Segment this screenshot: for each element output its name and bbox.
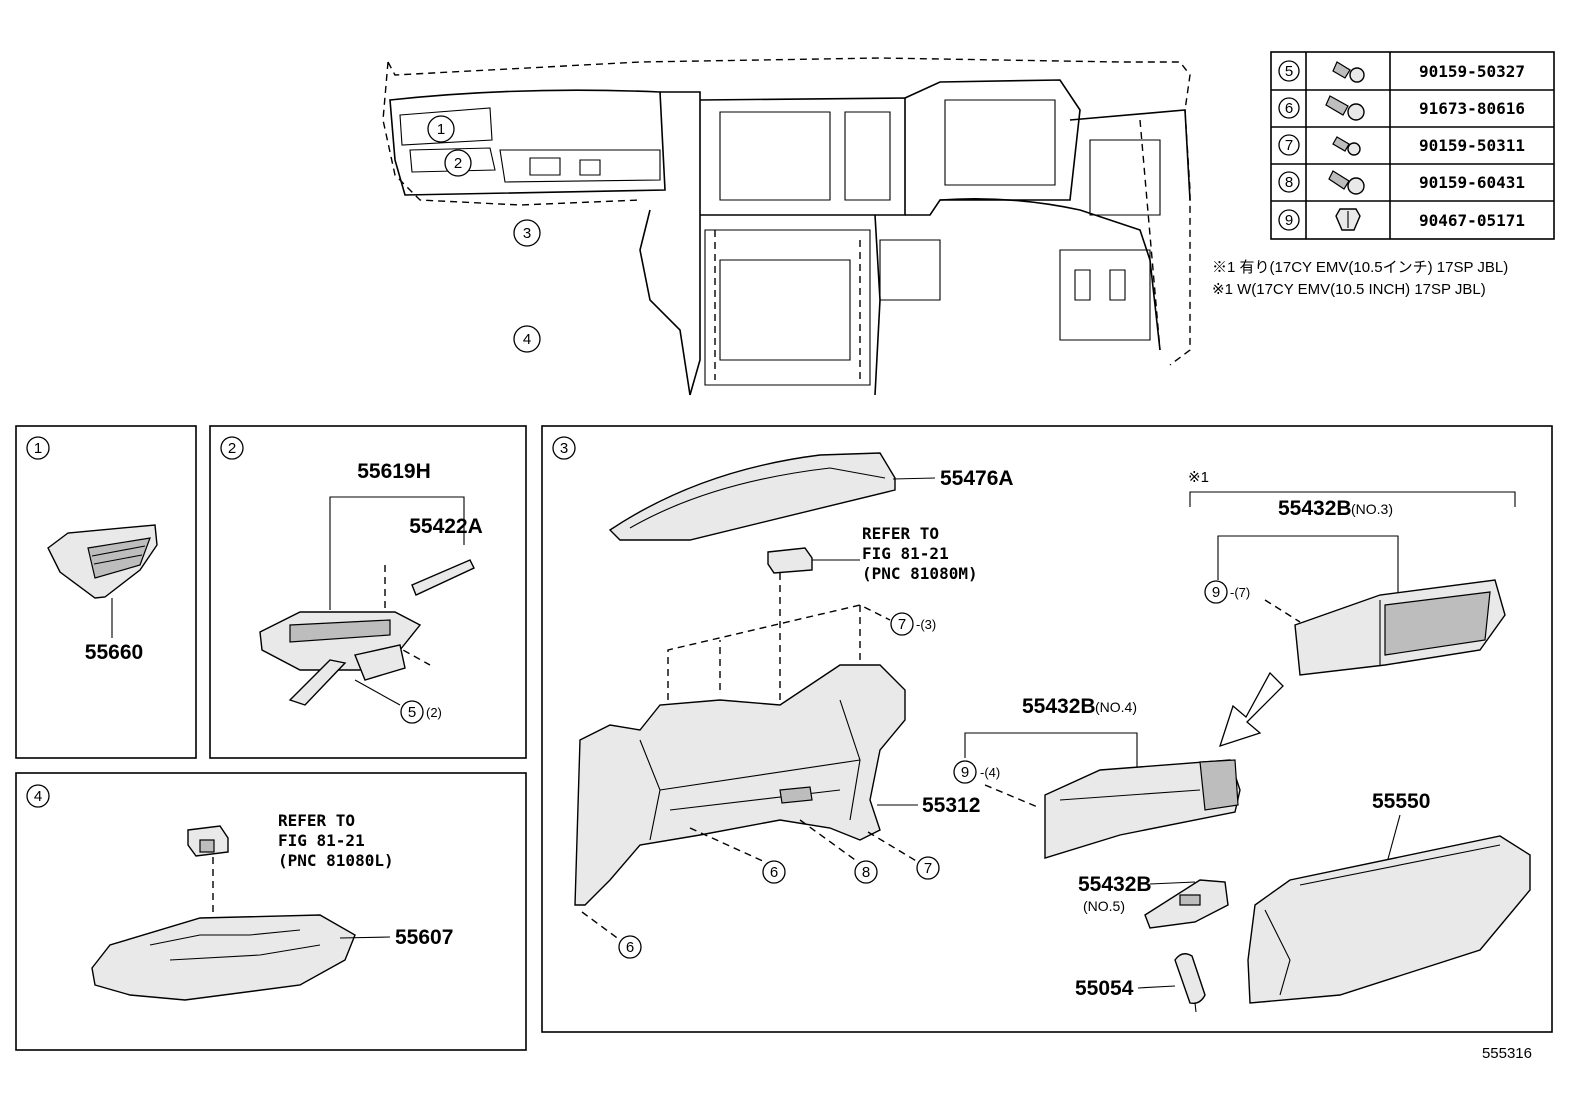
svg-text:-(7): -(7) bbox=[1230, 585, 1250, 600]
refer-line-3: (PNC 81080L) bbox=[278, 851, 394, 870]
figure-number: 555316 bbox=[1482, 1045, 1532, 1062]
note-en: ※1 W(17CY EMV(10.5 INCH) 17SP JBL) bbox=[1212, 281, 1486, 298]
overview-callout-1: 1 bbox=[427, 115, 455, 143]
svg-text:(NO.5): (NO.5) bbox=[1083, 898, 1125, 914]
bolt-icon bbox=[1332, 61, 1365, 83]
svg-text:6: 6 bbox=[770, 864, 778, 881]
bracket-part bbox=[1144, 879, 1229, 929]
part-55422A: 55422A bbox=[409, 515, 483, 538]
svg-text:91673-80616: 91673-80616 bbox=[1419, 99, 1525, 118]
refer-line-3: (PNC 81080M) bbox=[862, 564, 978, 583]
bolt-icon bbox=[1332, 136, 1361, 156]
fastener-row-7: 7 90159-50311 bbox=[1278, 134, 1525, 156]
side-vent-part bbox=[47, 524, 158, 599]
connector-part bbox=[187, 825, 229, 857]
bolt-icon bbox=[1328, 170, 1365, 195]
box-no4-part bbox=[1044, 759, 1241, 859]
svg-text:4: 4 bbox=[523, 331, 531, 348]
svg-text:9: 9 bbox=[1285, 212, 1293, 229]
fastener-table: 5 90159-50327 6 91673-80616 7 90159-5031… bbox=[1212, 51, 1555, 298]
vent-trim-part bbox=[411, 559, 475, 596]
svg-text:5: 5 bbox=[1285, 63, 1293, 80]
svg-text:6: 6 bbox=[1285, 100, 1293, 117]
overview-callout-2: 2 bbox=[444, 149, 472, 177]
part-55432B-no4: 55432B bbox=[1022, 695, 1096, 718]
svg-text:-(3): -(3) bbox=[916, 617, 936, 632]
svg-text:6: 6 bbox=[626, 939, 634, 956]
part-55432B-no5: 55432B bbox=[1078, 873, 1152, 896]
svg-text:2: 2 bbox=[454, 155, 462, 172]
svg-text:(2): (2) bbox=[426, 705, 442, 720]
part-55607: 55607 bbox=[395, 926, 453, 949]
refer-line-2: FIG 81-21 bbox=[862, 544, 949, 563]
note-mark: ※1 bbox=[1188, 469, 1209, 486]
box-no3-part bbox=[1294, 579, 1506, 676]
panel-2: 2 55619H 55422A 5 (2) bbox=[209, 425, 527, 759]
svg-text:(NO.3): (NO.3) bbox=[1351, 501, 1393, 517]
bolt-icon bbox=[1325, 95, 1365, 121]
dashboard-overview: 1 2 3 4 bbox=[382, 57, 1191, 396]
fastener-row-8: 8 90159-60431 bbox=[1278, 170, 1525, 195]
svg-text:3: 3 bbox=[560, 440, 568, 457]
svg-text:7: 7 bbox=[898, 616, 906, 633]
part-55312: 55312 bbox=[922, 794, 980, 817]
svg-text:90159-50327: 90159-50327 bbox=[1419, 62, 1525, 81]
part-55660: 55660 bbox=[85, 641, 143, 664]
svg-text:-(4): -(4) bbox=[980, 765, 1000, 780]
lower-panel-part bbox=[91, 914, 356, 1001]
svg-text:(NO.4): (NO.4) bbox=[1095, 699, 1137, 715]
connector-part bbox=[767, 547, 813, 574]
damper-part bbox=[1174, 953, 1206, 1013]
fastener-row-6: 6 91673-80616 bbox=[1278, 95, 1525, 121]
panel-4: 4 REFER TO FIG 81-21 (PNC 81080L) 55607 bbox=[15, 772, 527, 1051]
svg-text:3: 3 bbox=[523, 225, 531, 242]
note-jp: ※1 有り(17CY EMV(10.5インチ) 17SP JBL) bbox=[1212, 259, 1508, 276]
svg-text:7: 7 bbox=[924, 860, 932, 877]
lower-structure-part bbox=[574, 664, 906, 906]
fastener-row-9: 9 90467-05171 bbox=[1278, 208, 1525, 231]
overview-callout-3: 3 bbox=[513, 219, 541, 247]
part-55432B-no3: 55432B bbox=[1278, 497, 1352, 520]
svg-text:4: 4 bbox=[34, 788, 42, 805]
refer-line-2: FIG 81-21 bbox=[278, 831, 365, 850]
svg-text:90467-05171: 90467-05171 bbox=[1419, 211, 1525, 230]
part-55619H: 55619H bbox=[357, 460, 431, 483]
svg-text:1: 1 bbox=[437, 121, 445, 138]
part-55476A: 55476A bbox=[940, 467, 1014, 490]
svg-text:9: 9 bbox=[1212, 584, 1220, 601]
clip-icon bbox=[1335, 208, 1361, 231]
svg-text:9: 9 bbox=[961, 764, 969, 781]
svg-text:90159-50311: 90159-50311 bbox=[1419, 136, 1525, 155]
overview-callout-4: 4 bbox=[513, 325, 541, 353]
svg-text:8: 8 bbox=[862, 864, 870, 881]
svg-text:1: 1 bbox=[34, 440, 42, 457]
svg-text:8: 8 bbox=[1285, 174, 1293, 191]
part-55550: 55550 bbox=[1372, 790, 1430, 813]
part-55054: 55054 bbox=[1075, 977, 1134, 1000]
svg-text:90159-60431: 90159-60431 bbox=[1419, 173, 1525, 192]
arrow-icon bbox=[1218, 671, 1284, 748]
svg-text:2: 2 bbox=[228, 440, 236, 457]
pad-part bbox=[608, 452, 896, 541]
svg-text:7: 7 bbox=[1285, 137, 1293, 154]
panel-1: 1 55660 bbox=[15, 425, 197, 759]
svg-text:5: 5 bbox=[408, 704, 416, 721]
glove-box-door-part bbox=[1247, 835, 1531, 1004]
center-vent-part bbox=[259, 611, 422, 706]
fastener-row-5: 5 90159-50327 bbox=[1278, 60, 1525, 83]
panel-3: 3 55476A REFER TO FIG 81-21 (PNC 81080M)… bbox=[541, 425, 1553, 1033]
refer-line-1: REFER TO bbox=[278, 811, 355, 830]
refer-line-1: REFER TO bbox=[862, 524, 939, 543]
